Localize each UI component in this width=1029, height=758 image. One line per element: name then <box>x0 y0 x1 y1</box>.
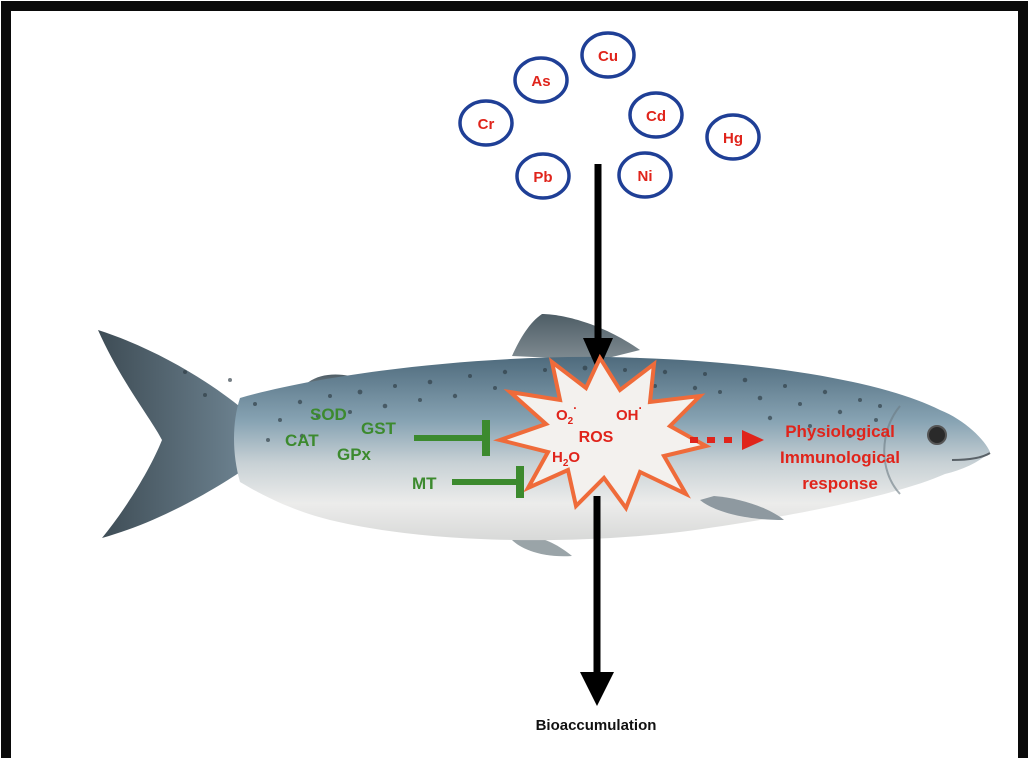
metal-ion-label: Cr <box>478 116 495 133</box>
mt-label: MT <box>412 474 437 493</box>
metal-ion-as: As <box>515 58 567 102</box>
metal-ion-label: Ni <box>638 168 653 185</box>
metal-ion-label: As <box>531 73 550 90</box>
gpx-label: GPx <box>337 445 372 464</box>
metal-ion-cr: Cr <box>460 101 512 145</box>
ros-label: ROS <box>579 429 614 446</box>
cat-label: CAT <box>285 431 319 450</box>
response-line-1: Physiological <box>785 422 895 441</box>
response-line-3: response <box>802 474 878 493</box>
metal-ion-label: Hg <box>723 130 743 147</box>
metal-ion-hg: Hg <box>707 115 759 159</box>
bioaccumulation-label: Bioaccumulation <box>536 717 657 734</box>
sod-label: SOD <box>310 405 347 424</box>
metal-ion-pb: Pb <box>517 154 569 198</box>
metal-ion-label: Cu <box>598 48 618 65</box>
response-line-2: Immunological <box>780 448 900 467</box>
fish-eye <box>928 426 946 444</box>
metal-ion-cd: Cd <box>630 93 682 137</box>
metal-ion-cu: Cu <box>582 33 634 77</box>
gst-label: GST <box>361 419 397 438</box>
metal-ion-label: Pb <box>533 169 552 186</box>
metal-ion-label: Cd <box>646 108 666 125</box>
metal-ion-ni: Ni <box>619 153 671 197</box>
